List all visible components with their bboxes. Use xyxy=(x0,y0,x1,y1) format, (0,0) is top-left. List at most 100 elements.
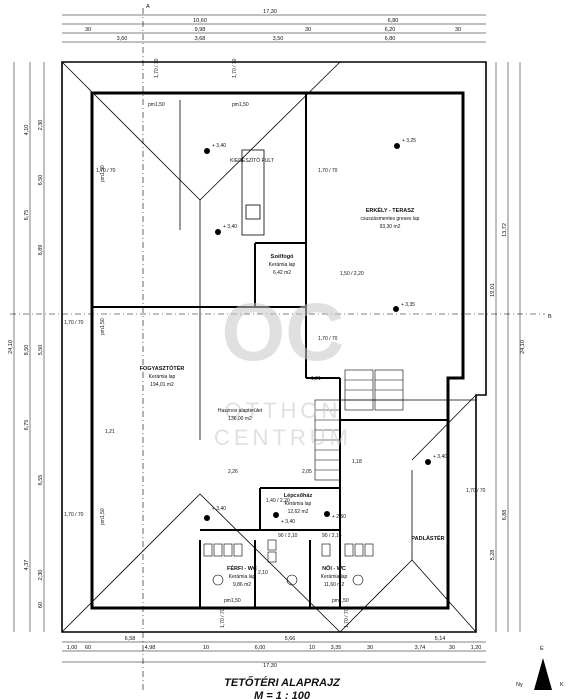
dim-note: 1,21 xyxy=(105,429,115,435)
section-lines xyxy=(10,8,545,690)
room-area: 12,62 m2 xyxy=(288,509,309,515)
dim-top-b: 6,80 xyxy=(388,18,399,24)
room-area: 9,86 m2 xyxy=(233,582,251,588)
room-name: Lépcsőház xyxy=(284,493,313,499)
dim-note: 1,21 xyxy=(311,376,321,382)
dim-left-e: 4,37 xyxy=(24,560,30,571)
dim-bottom-f: 4,98 xyxy=(145,645,156,651)
dim-left-k: 2,30 xyxy=(38,570,44,581)
dim-bottom-g: 10 xyxy=(203,645,209,651)
dim-left-total: 24,10 xyxy=(8,340,14,354)
room-stairwell: Lépcsőház Kerámia lap 12,62 m2 xyxy=(284,493,313,515)
compass-west: Ny xyxy=(516,682,523,688)
dim-top-e: 30 xyxy=(305,27,311,33)
room-name: FOGYASZTÓTÉR xyxy=(140,364,185,372)
room-womens-wc: NŐI - WC Kerámia lap 11,60 m2 xyxy=(321,565,348,588)
section-mark-b: B xyxy=(548,314,552,320)
svg-text:CENTRUM: CENTRUM xyxy=(214,425,352,450)
dim-right-d: 5,28 xyxy=(490,550,496,561)
room-name: Szélfogó xyxy=(271,254,295,260)
window-label: pm1,50 xyxy=(148,102,165,108)
dim-left-h: 6,89 xyxy=(38,245,44,256)
room-area: 194,01 m2 xyxy=(150,382,174,388)
dim-note: 1,50 / 2,20 xyxy=(340,271,364,277)
level-markers xyxy=(204,143,431,521)
dim-left-a: 4,10 xyxy=(24,125,30,136)
room-mens-wc: FÉRFI - WC Kerámia lap 9,86 m2 xyxy=(227,564,257,588)
room-area: 6,42 m2 xyxy=(273,270,291,276)
level-label: + 3,35 xyxy=(401,302,415,308)
dim-note: 2,05 xyxy=(302,469,312,475)
dim-right-total: 24,10 xyxy=(520,340,526,354)
window-size: 1,70 / 70 xyxy=(220,608,226,628)
dim-bottom-l: 3,74 xyxy=(415,645,426,651)
room-terrace: ERKÉLY - TERASZ csuszásmentes greses lap… xyxy=(361,206,420,230)
dim-top-i: 3,68 xyxy=(195,36,206,42)
dim-top-g: 30 xyxy=(455,27,461,33)
dim-bottom-k: 30 xyxy=(367,645,373,651)
window-size: 1,70 / 70 xyxy=(466,488,486,494)
dim-bottom-b: 5,66 xyxy=(285,636,296,642)
level-label: + 3,40 xyxy=(223,224,237,230)
room-sub: Kerámia lap xyxy=(149,374,176,380)
drawing-title: TETŐTÉRI ALAPRAJZ xyxy=(224,676,341,689)
level-label: + 3,40 xyxy=(212,506,226,512)
window-size: 1,70 / 70 xyxy=(64,320,84,326)
room-dining: FOGYASZTÓTÉR Kerámia lap 194,01 m2 xyxy=(140,364,185,388)
dim-bottom-n: 1,20 xyxy=(471,645,482,651)
svg-text:OC: OC xyxy=(222,287,345,378)
room-area: 93,30 m2 xyxy=(380,224,401,230)
dim-top-k: 6,80 xyxy=(385,36,396,42)
dim-bottom-e: 60 xyxy=(85,645,91,651)
level-label: + 3,25 xyxy=(402,138,416,144)
dim-top-c: 30 xyxy=(85,27,91,33)
watermark-logo: OC OTTHON CENTRUM xyxy=(214,287,352,450)
staircase xyxy=(314,369,404,481)
dim-bottom-total: 17,30 xyxy=(263,663,277,669)
dim-left-d: 6,75 xyxy=(24,420,30,431)
window-label: pm1,50 xyxy=(224,598,241,604)
dim-left-c: 8,50 xyxy=(24,345,30,356)
room-sub: Kerámia lap xyxy=(285,501,312,507)
dim-left-j: 6,55 xyxy=(38,475,44,486)
window-label: pm1,50 xyxy=(100,508,106,525)
dim-left-g: 6,50 xyxy=(38,175,44,186)
room-attic: PADLÁSTÉR xyxy=(411,534,444,542)
level-label: + 2,60 xyxy=(332,514,346,520)
dim-note: 2,26 xyxy=(228,469,238,475)
dim-top-j: 3,50 xyxy=(273,36,284,42)
room-name: Hasznos alapterület xyxy=(218,408,263,414)
room-vestibule: Szélfogó Kerámia lap 6,42 m2 xyxy=(269,254,296,276)
svg-text:OTTHON: OTTHON xyxy=(225,398,342,423)
room-name: ERKÉLY - TERASZ xyxy=(366,206,415,214)
window-size: 1,70 / 70 xyxy=(64,512,84,518)
dim-note: 1,18 xyxy=(352,459,362,465)
drawing-scale: M = 1 : 100 xyxy=(254,690,311,699)
room-sub: Kerámia lap xyxy=(321,574,348,580)
wall-outline xyxy=(90,91,465,610)
roof-hip-lines xyxy=(61,61,486,633)
room-name: FÉRFI - WC xyxy=(227,564,257,572)
window-label: pm1,50 xyxy=(232,102,249,108)
dim-right-c: 6,88 xyxy=(502,510,508,521)
dim-bottom-d: 1,00 xyxy=(67,645,78,651)
compass-north: É xyxy=(540,645,544,652)
room-sub: csuszásmentes greses lap xyxy=(361,216,420,222)
room-area: 11,60 m2 xyxy=(324,582,345,588)
dimension-lines xyxy=(13,14,521,663)
dim-top-d: 9,98 xyxy=(195,27,206,33)
door-size: 2,10 xyxy=(258,570,268,576)
room-sub: Kerámia lap xyxy=(229,574,256,580)
window-label: pm1,50 xyxy=(100,318,106,335)
dim-bottom-j: 3,35 xyxy=(331,645,342,651)
counter-label: KIEGÉSZÍTŐ PULT xyxy=(230,157,274,164)
dim-left-b: 6,75 xyxy=(24,210,30,221)
dim-bottom-a: 6,58 xyxy=(125,636,136,642)
section-mark-a: A xyxy=(146,4,150,10)
compass-east: K xyxy=(560,682,564,688)
dim-bottom-i: 10 xyxy=(309,645,315,651)
dim-bottom-m: 30 xyxy=(449,645,455,651)
dim-top-f: 6,20 xyxy=(385,27,396,33)
counter-block xyxy=(179,100,265,236)
